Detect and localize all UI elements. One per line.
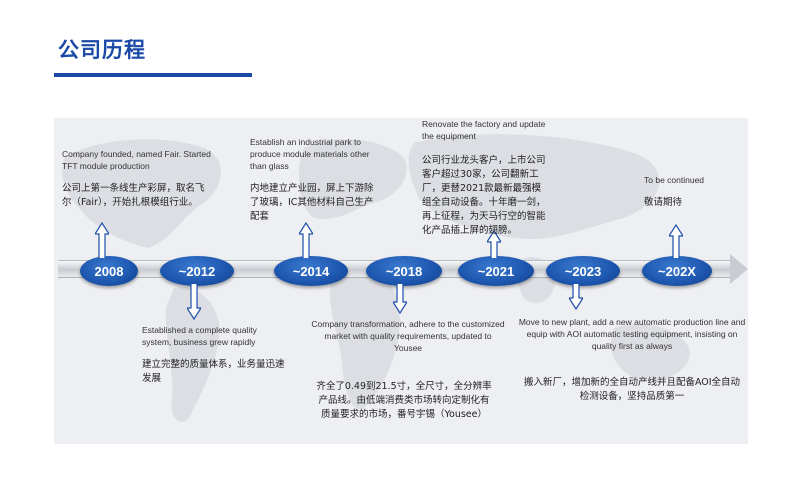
event-2023-zh: 搬入新厂，增加新的全自动产线并且配备AOI全自动检测设备，坚持品质第一 xyxy=(523,377,741,402)
title-underline xyxy=(54,73,252,77)
down-arrow-icon xyxy=(393,284,407,314)
world-map-background xyxy=(62,134,690,422)
timeline-axis-arrowhead xyxy=(730,254,748,284)
event-2021-en: Renovate the factory and update the equi… xyxy=(422,119,546,141)
up-arrow-icon xyxy=(299,222,313,258)
page-title: 公司历程 xyxy=(58,38,146,62)
event-2012-en: Established a complete quality system, b… xyxy=(142,325,257,347)
down-arrow-icon xyxy=(187,284,201,320)
event-202x-zh: 敬请期待 xyxy=(644,197,683,208)
event-2021-zh: 公司行业龙头客户，上市公司客户超过30家，公司翻新工厂，更替2021款最新最强模… xyxy=(422,155,546,236)
year-node-2021: ~2021 xyxy=(458,256,534,286)
event-202x-en: To be continued xyxy=(644,175,705,185)
event-2018-en: Company transformation, adhere to the cu… xyxy=(311,319,505,353)
year-node-2012: ~2012 xyxy=(160,256,234,286)
up-arrow-icon xyxy=(95,222,109,258)
event-2014-zh: 内地建立产业园，屏上下游除了玻璃，IC其他材料自己生产配套 xyxy=(250,183,374,222)
event-2012-zh: 建立完整的质量体系，业务量迅速发展 xyxy=(142,359,285,384)
up-arrow-icon xyxy=(487,230,501,258)
year-node-202x: ~202X xyxy=(642,256,712,286)
event-2023-en: Move to new plant, add a new automatic p… xyxy=(518,317,746,351)
year-node-2023: ~2023 xyxy=(546,256,620,286)
up-arrow-icon xyxy=(669,224,683,258)
event-2008-zh: 公司上第一条线生产彩屏，取名飞尔（Fair），开始扎根模组行业。 xyxy=(62,183,205,208)
event-2014-en: Establish an industrial park to produce … xyxy=(250,137,370,171)
year-node-2014: ~2014 xyxy=(274,256,348,286)
year-node-2008: 2008 xyxy=(80,256,138,286)
down-arrow-icon xyxy=(569,284,583,310)
timeline-panel: 2008 ~2012 ~2014 ~2018 ~2021 ~2023 ~202X… xyxy=(54,118,748,444)
event-2008-en: Company founded, named Fair. Started TFT… xyxy=(62,149,211,171)
event-2018-zh: 齐全了0.49到21.5寸，全尺寸，全分辨率产品线。由低端消费类市场转向定制化有… xyxy=(316,381,492,420)
year-node-2018: ~2018 xyxy=(366,256,442,286)
